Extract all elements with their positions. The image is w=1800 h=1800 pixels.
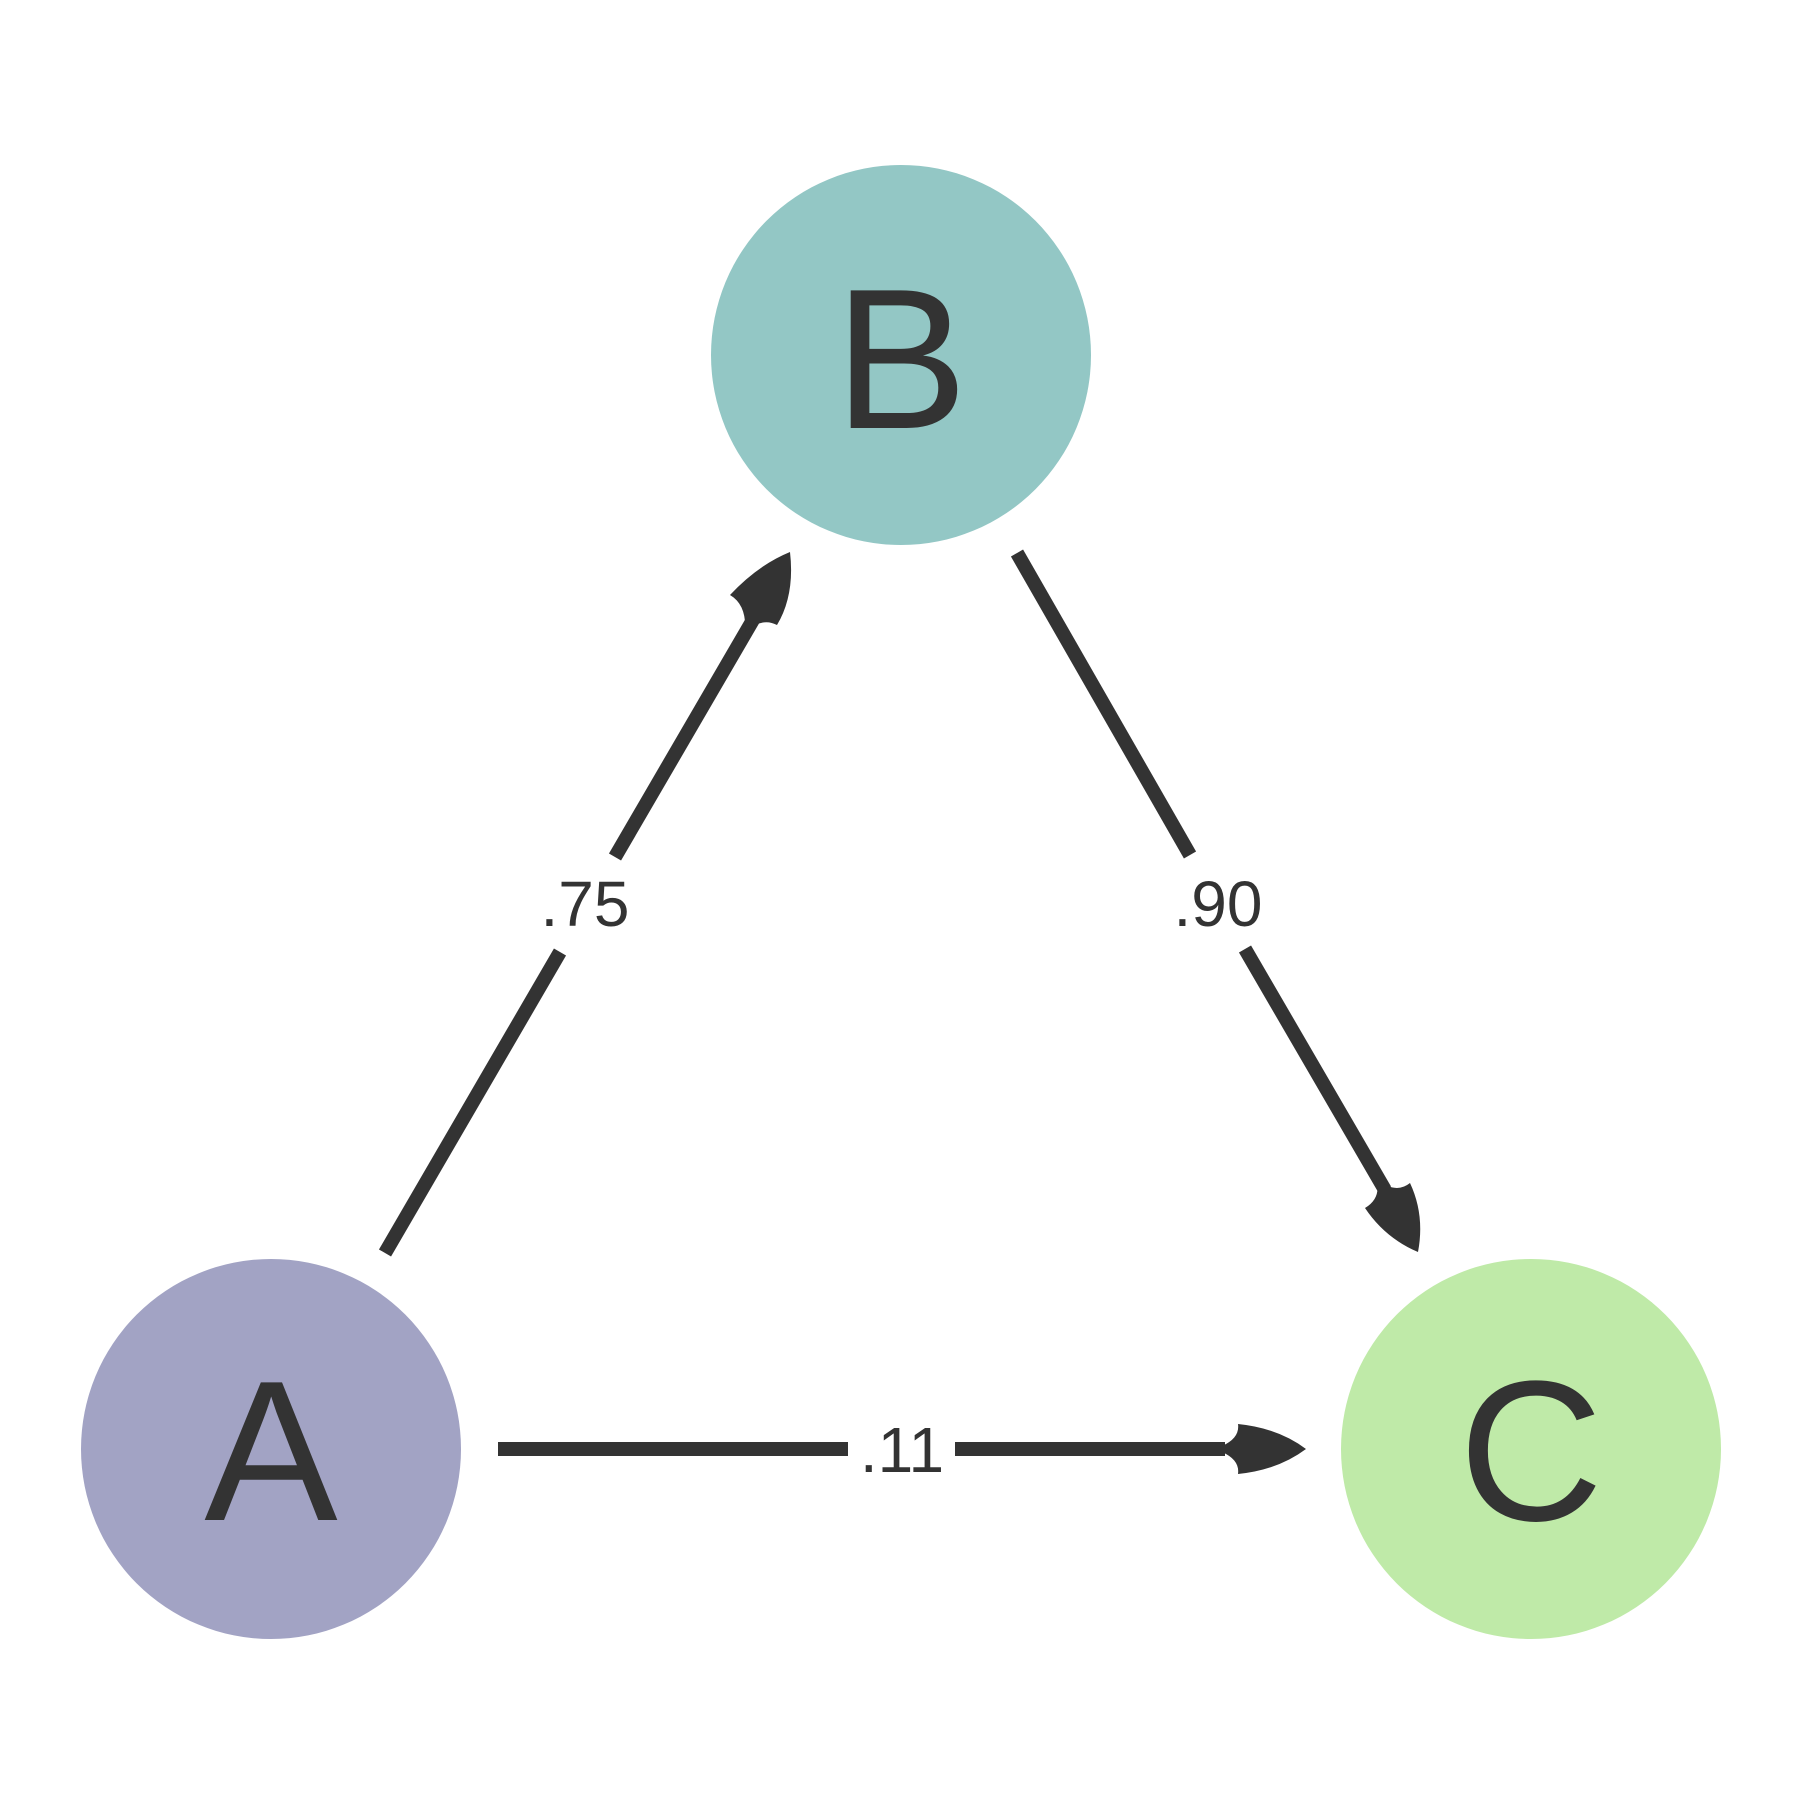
arrow-head-b — [730, 552, 792, 632]
node-c-label: C — [1459, 1340, 1603, 1563]
arrow-head-c-from-b — [1365, 1178, 1421, 1252]
edge-a-b-segment-lower — [378, 948, 567, 1257]
edge-a-b-segment-upper — [608, 609, 764, 861]
arrow-head-c-from-a — [1222, 1424, 1306, 1474]
edge-b-c-segment-lower — [1238, 945, 1392, 1194]
edge-label-a-c: .11 — [860, 1414, 944, 1486]
node-c-circle — [1341, 1259, 1721, 1639]
node-b-label: B — [834, 248, 967, 471]
node-a-label: A — [204, 1340, 338, 1563]
node-b: B — [711, 165, 1091, 545]
node-a-circle — [81, 1259, 461, 1639]
edge-b-to-c: .90 — [1010, 549, 1421, 1252]
node-c: C — [1341, 1259, 1721, 1639]
edge-a-to-b: .75 — [378, 552, 792, 1257]
node-b-circle — [711, 165, 1091, 545]
edge-label-b-c: .90 — [1174, 868, 1263, 940]
edge-label-a-b: .75 — [541, 868, 630, 940]
edge-b-c-segment-upper — [1010, 549, 1197, 859]
node-a: A — [81, 1259, 461, 1639]
edge-a-to-c: .11 — [498, 1414, 1306, 1486]
